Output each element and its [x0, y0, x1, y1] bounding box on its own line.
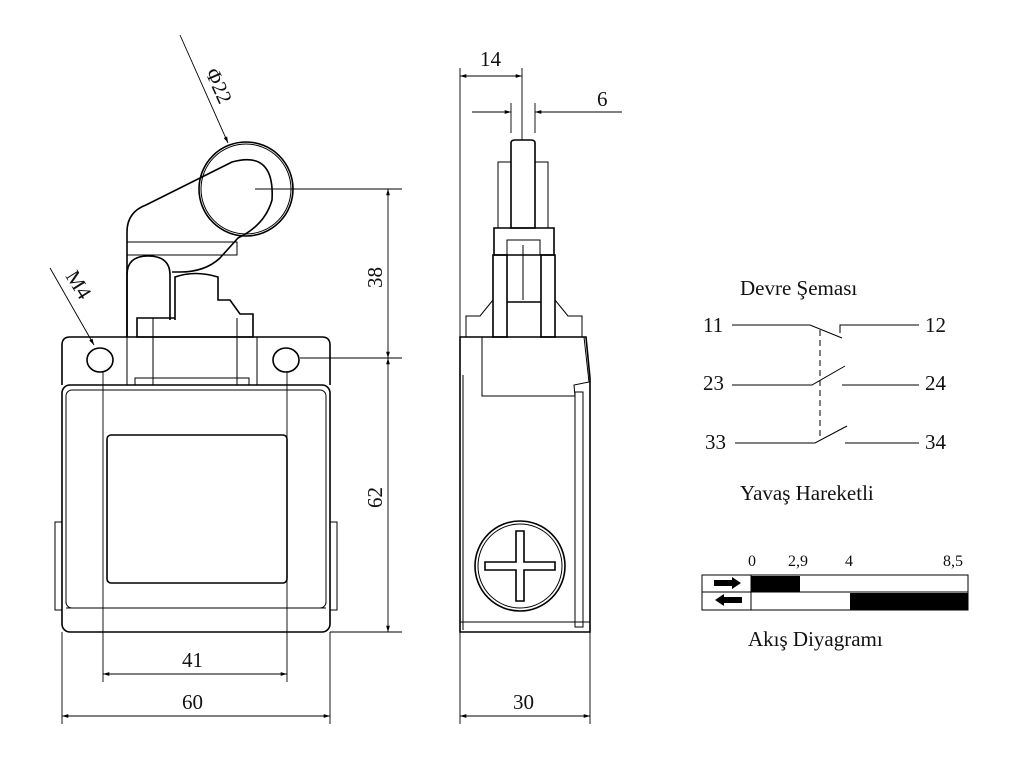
cover-window [106, 434, 288, 584]
lever-arm [126, 158, 273, 337]
thread-label: M4 [61, 266, 97, 304]
roller-diameter-label: Φ22 [200, 64, 237, 107]
side-view [459, 139, 591, 633]
roller-width-label: 6 [597, 87, 608, 111]
circuit-subtitle: Yavaş Hareketli [740, 481, 874, 505]
depth-30-label: 30 [513, 690, 534, 714]
arrow-left-icon [715, 594, 742, 606]
flow-diagram: 0 2,9 4 8,5 Akış Diyagramı [701, 553, 969, 651]
tick-8-5: 8,5 [943, 553, 963, 570]
side-body [459, 336, 591, 633]
flow-title: Akış Diyagramı [748, 627, 883, 651]
circuit-diagram: Devre Şeması 11 12 23 24 33 34 Yavaş Har… [703, 276, 947, 505]
mounting-hole [272, 347, 300, 373]
terminal-34: 34 [925, 430, 947, 454]
front-dimensions: Φ22 M4 38 62 41 60 [49, 34, 402, 724]
tick-2-9: 2,9 [788, 553, 808, 570]
offset-14-label: 14 [480, 47, 502, 71]
flow-bar-forward [751, 576, 800, 592]
terminal-12: 12 [925, 313, 946, 337]
tick-4: 4 [845, 553, 853, 570]
mounting-hole [86, 347, 114, 373]
terminal-11: 11 [703, 313, 723, 337]
switch-body [61, 384, 331, 633]
arrow-right-icon [714, 577, 741, 589]
circuit-title: Devre Şeması [740, 276, 857, 300]
screw-cap [474, 520, 566, 612]
terminal-23: 23 [703, 371, 724, 395]
width-60-label: 60 [182, 690, 203, 714]
terminal-24: 24 [925, 371, 947, 395]
flow-bar-return [850, 593, 968, 610]
terminal-33: 33 [705, 430, 726, 454]
side-dimensions: 14 6 30 [459, 47, 622, 724]
front-view [54, 141, 338, 633]
height-62-label: 62 [363, 487, 387, 508]
height-38-label: 38 [363, 267, 387, 288]
cross-screw-icon [484, 530, 556, 602]
tick-0: 0 [748, 553, 756, 570]
hole-spacing-label: 41 [182, 648, 203, 672]
